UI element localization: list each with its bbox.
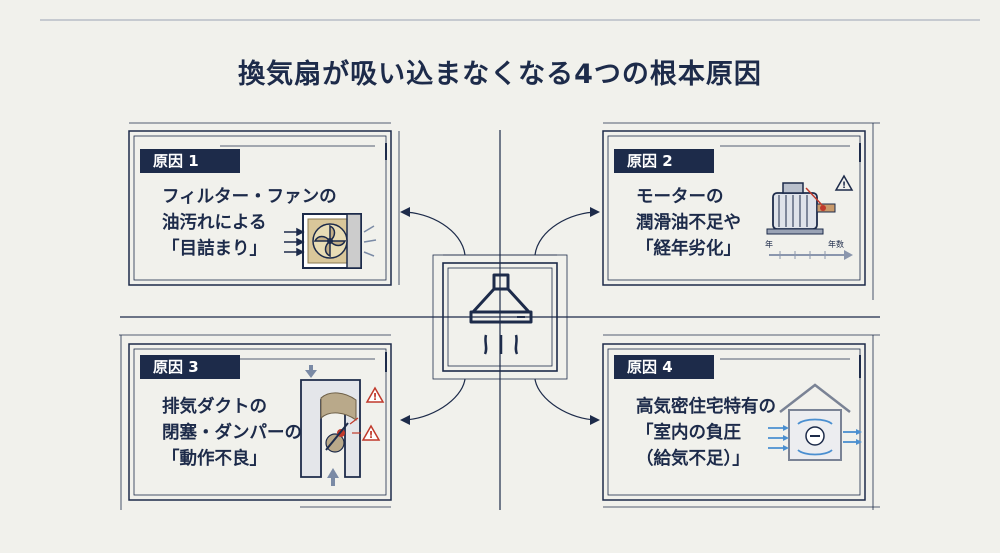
cause-3-line-2: 閉塞・ダンパーの (162, 423, 302, 443)
page-title: 換気扇が吸い込まなくなる4つの根本原因 (238, 59, 762, 90)
cause-3-line-3: 「動作不良」 (162, 449, 267, 469)
worn-motor-icon: ! 年 年数 (765, 174, 854, 260)
clogged-filter-fan-icon (284, 213, 377, 269)
timeline-end-label: 年数 (828, 239, 844, 249)
svg-text:!: ! (373, 392, 378, 403)
blocked-duct-damper-icon: ! ! (300, 365, 385, 486)
cause-1-line-1: フィルター・ファンの (162, 187, 337, 207)
cause-4-text: 高気密住宅特有の 「室内の負圧 （給気不足）」 (636, 394, 776, 472)
svg-text:!: ! (842, 181, 846, 191)
cause-1-label: 原因 1 (140, 149, 240, 173)
cause-1-line-3: 「目詰まり」 (162, 239, 267, 259)
cause-2-text: モーターの 潤滑油不足や 「経年劣化」 (636, 184, 741, 262)
timeline-start-label: 年 (765, 239, 773, 249)
cause-3-label: 原因 3 (140, 355, 240, 379)
cause-4-line-3: （給気不足）」 (636, 449, 750, 469)
cause-2-line-3: 「経年劣化」 (636, 239, 741, 259)
cause-3-text: 排気ダクトの 閉塞・ダンパーの 「動作不良」 (162, 394, 302, 472)
cause-1-text: フィルター・ファンの 油汚れによる 「目詰まり」 (162, 184, 337, 262)
cause-4-line-2: 「室内の負圧 (636, 423, 741, 443)
cause-4-label: 原因 4 (614, 355, 714, 379)
cause-3-line-1: 排気ダクトの (162, 397, 267, 417)
cause-2-label: 原因 2 (614, 149, 714, 173)
cause-4-line-1: 高気密住宅特有の (636, 397, 776, 417)
range-hood-icon (469, 273, 533, 355)
svg-text:!: ! (369, 430, 374, 441)
cause-1-line-2: 油汚れによる (162, 213, 267, 233)
negative-pressure-house-icon (768, 383, 862, 461)
cause-2-line-1: モーターの (636, 187, 724, 207)
cause-2-line-2: 潤滑油不足や (636, 213, 741, 233)
